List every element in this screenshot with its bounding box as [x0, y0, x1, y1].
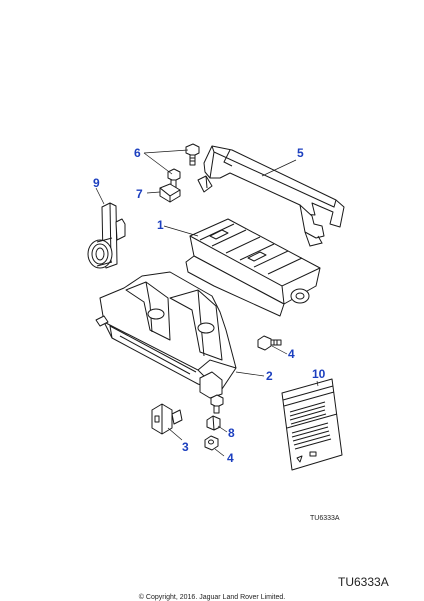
callout-4-lower: 4 [227, 451, 234, 465]
callout-6: 6 [134, 146, 141, 160]
warning-label[interactable] [281, 378, 343, 471]
callout-9: 9 [93, 176, 100, 190]
nut-8[interactable] [206, 415, 221, 431]
clip-3[interactable] [151, 403, 183, 435]
lower-housing[interactable] [95, 271, 237, 399]
leader-lines [95, 149, 319, 457]
bolt-6[interactable] [185, 143, 200, 166]
mounting-bracket[interactable] [197, 145, 345, 247]
bolt-2-fixing[interactable] [210, 394, 224, 414]
callout-4-upper: 4 [288, 347, 295, 361]
callout-3: 3 [182, 440, 189, 454]
callout-2: 2 [266, 369, 273, 383]
bolt-4-upper[interactable] [257, 335, 282, 351]
callout-1: 1 [157, 218, 164, 232]
callout-8: 8 [228, 426, 235, 440]
nut-4-lower[interactable] [204, 435, 219, 451]
duct-connector[interactable] [87, 202, 126, 269]
airbag-module[interactable] [185, 218, 321, 317]
clip-nut-7[interactable] [159, 183, 181, 203]
copyright-text: © Copyright, 2016. Jaguar Land Rover Lim… [138, 594, 286, 601]
drawing-ref-small: TU6333A [310, 515, 340, 522]
callout-7: 7 [136, 187, 143, 201]
callout-10: 10 [312, 367, 326, 381]
callout-5: 5 [297, 146, 304, 160]
drawing-ref-large: TU6333A [338, 575, 389, 589]
